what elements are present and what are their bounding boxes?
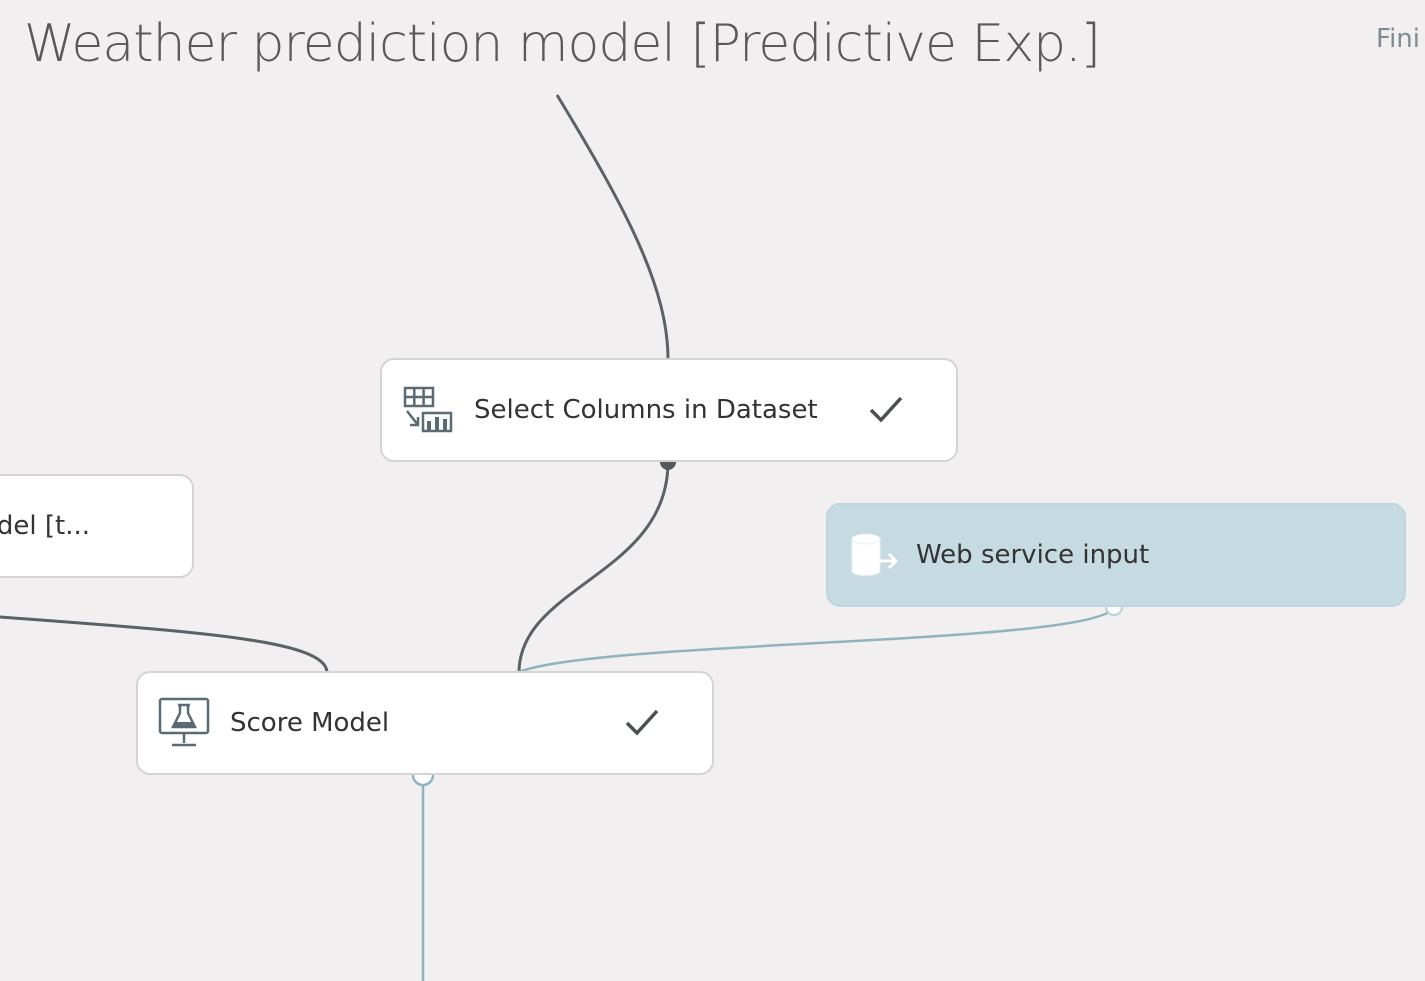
checkmark-icon (866, 390, 906, 430)
edge-model-to-score (0, 615, 329, 673)
edge-webinput-to-score (518, 606, 1116, 674)
trained-model-node[interactable]: odel [t... (0, 474, 194, 578)
checkmark-icon (622, 703, 662, 743)
edge-select-to-score (517, 461, 670, 673)
run-status-text: Fini (1376, 24, 1420, 54)
select-columns-icon (400, 382, 456, 438)
score-model-icon (156, 695, 212, 751)
select-columns-node[interactable]: Select Columns in Dataset (380, 358, 958, 462)
trained-model-node-label: odel [t... (0, 511, 90, 541)
score-model-label: Score Model (230, 708, 390, 738)
web-service-input-label: Web service input (916, 540, 1150, 570)
edge-into-select-columns (555, 94, 670, 361)
web-service-input-node[interactable]: Web service input (826, 503, 1406, 607)
web-service-input-icon (846, 527, 902, 583)
select-columns-label: Select Columns in Dataset (474, 395, 818, 425)
experiment-title: Weather prediction model [Predictive Exp… (24, 14, 1101, 74)
score-model-node[interactable]: Score Model (136, 671, 714, 775)
